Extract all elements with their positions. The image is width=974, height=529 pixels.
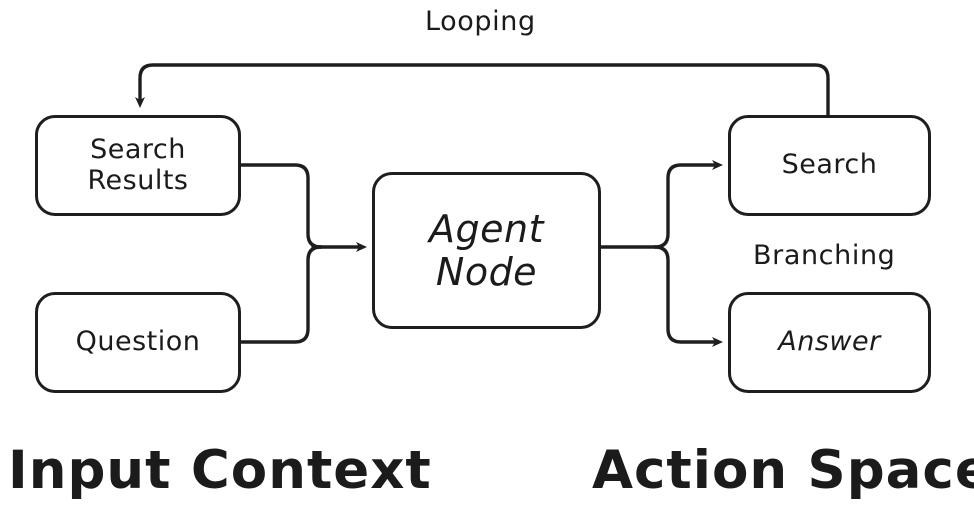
node-search-label: Search	[781, 149, 878, 181]
edge-label-looping: Looping	[425, 6, 536, 37]
edge-branch-to-answer	[653, 245, 723, 347]
node-question-label: Question	[75, 326, 201, 358]
node-search-results-label: Search Results	[87, 134, 189, 196]
edge-question-to-agent	[239, 245, 323, 344]
edge-branch-to-search	[653, 160, 723, 249]
group-label-input-context: Input Context	[8, 440, 432, 501]
node-search-results[interactable]: Search Results	[35, 115, 241, 216]
node-agent-node-label: Agent Node	[429, 206, 544, 294]
edge-label-branching: Branching	[753, 240, 896, 271]
node-agent-node[interactable]: Agent Node	[372, 172, 601, 329]
node-search[interactable]: Search	[728, 115, 931, 216]
edge-search-results-to-agent	[239, 163, 323, 249]
node-answer[interactable]: Answer	[728, 292, 931, 393]
edge-looping-path	[135, 63, 830, 117]
node-answer-label: Answer	[778, 326, 881, 358]
group-label-action-space: Action Space	[592, 440, 974, 501]
node-question[interactable]: Question	[35, 292, 241, 393]
